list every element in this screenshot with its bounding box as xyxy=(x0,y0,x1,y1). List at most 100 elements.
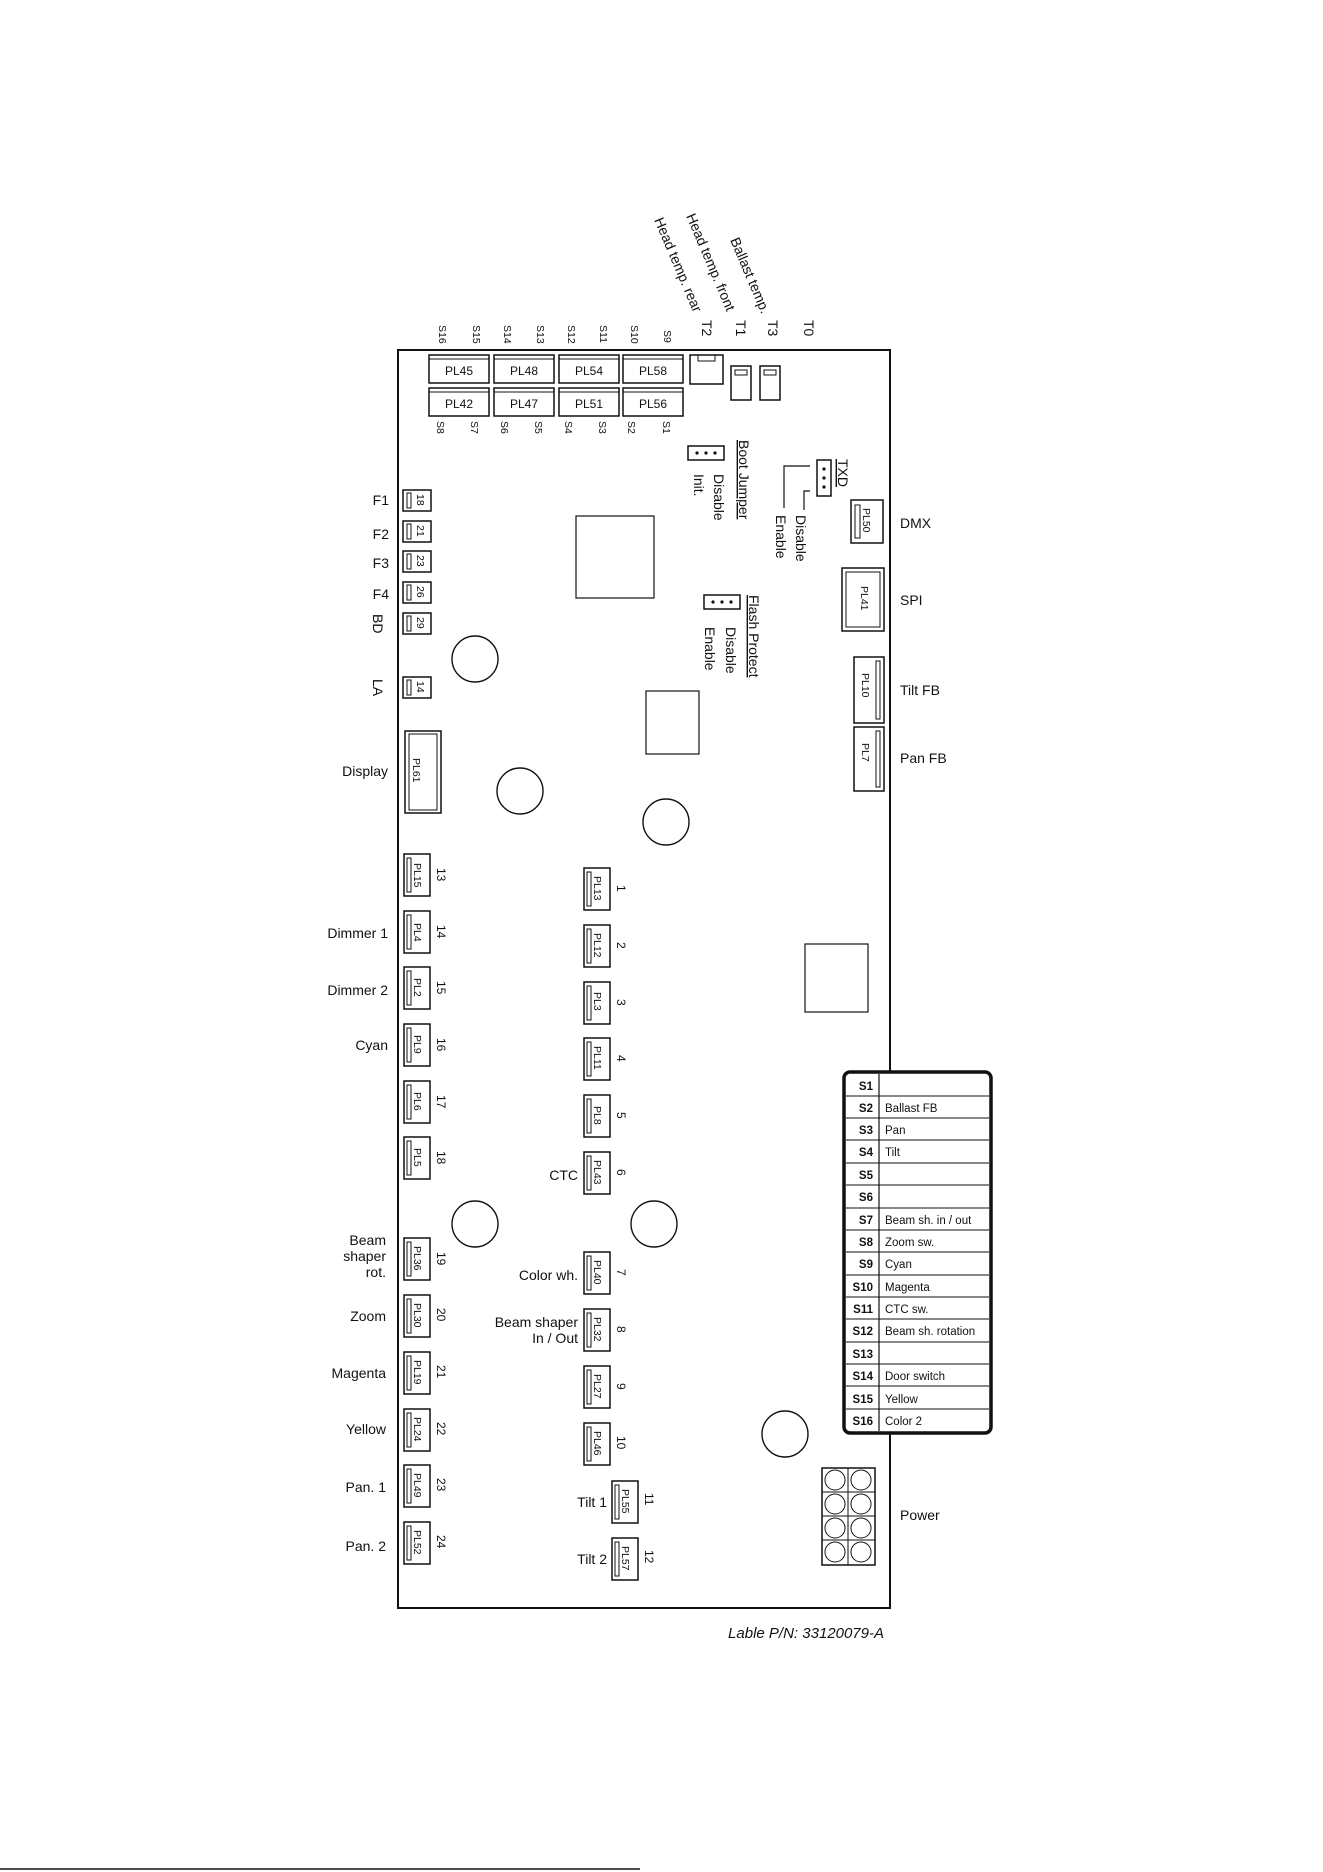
motor-label: Cyan xyxy=(355,1037,388,1053)
table-cell-name: Beam sh. in / out xyxy=(885,1215,972,1227)
board-outline xyxy=(397,349,891,1609)
table-cell-name: Magenta xyxy=(885,1282,930,1294)
motor-label: CTC xyxy=(549,1167,578,1183)
sensor-label: S7 xyxy=(468,421,480,434)
sensor-label: S16 xyxy=(436,325,448,344)
table-cell-id: S11 xyxy=(853,1304,873,1316)
label-t2: T2 xyxy=(699,320,715,337)
svg-text:5: 5 xyxy=(614,1112,628,1119)
svg-text:14: 14 xyxy=(434,925,448,939)
svg-text:PL43: PL43 xyxy=(591,1160,603,1185)
top-temp-labels: Ballast temp. Head temp. front Head temp… xyxy=(651,211,817,337)
svg-text:PL30: PL30 xyxy=(411,1303,423,1328)
svg-text:16: 16 xyxy=(434,1038,448,1052)
plug-label: PL51 xyxy=(575,397,603,411)
sensor-label: S14 xyxy=(501,325,513,344)
right-connector-label: DMX xyxy=(900,515,932,531)
table-cell-id: S2 xyxy=(859,1103,873,1115)
boot-jumper-opt2: Init. xyxy=(691,474,707,497)
right-connector-label: Tilt FB xyxy=(900,682,940,698)
mid-motor-connectors: PL13 1 PL12 2 PL3 3 PL11 4 PL8 5 PL43 6 … xyxy=(495,867,656,1581)
svg-text:PL8: PL8 xyxy=(591,1106,603,1125)
svg-text:PL9: PL9 xyxy=(411,1035,423,1054)
svg-text:12: 12 xyxy=(642,1550,656,1564)
plug-label: PL54 xyxy=(575,364,603,378)
svg-text:22: 22 xyxy=(434,1422,448,1436)
ic-chip xyxy=(575,515,655,599)
svg-text:PL13: PL13 xyxy=(591,876,603,901)
txd-jumper: TXD Disable Enable xyxy=(773,459,851,562)
table-cell-name: Tilt xyxy=(885,1147,901,1159)
display-label: Display xyxy=(342,763,388,779)
table-cell-name: Ballast FB xyxy=(885,1103,938,1115)
table-cell-name: Beam sh. rotation xyxy=(885,1326,975,1338)
sensor-label: S3 xyxy=(596,421,608,434)
svg-text:13: 13 xyxy=(434,868,448,882)
svg-text:21: 21 xyxy=(414,525,426,537)
motor-label: Color wh. xyxy=(519,1267,578,1283)
power-label: Power xyxy=(900,1507,940,1523)
svg-text:PL15: PL15 xyxy=(411,863,423,888)
table-cell-name: Color 2 xyxy=(885,1416,922,1428)
svg-text:PL6: PL6 xyxy=(411,1092,423,1111)
svg-text:2: 2 xyxy=(614,942,628,949)
svg-text:7: 7 xyxy=(614,1269,628,1276)
label-t3: T3 xyxy=(765,320,781,337)
left-motor-connectors: PL15 13 PL4 14 Dimmer 1 PL2 15 Dimmer 2 … xyxy=(327,853,448,1565)
svg-text:23: 23 xyxy=(434,1478,448,1492)
svg-text:PL32: PL32 xyxy=(591,1317,603,1342)
txd-title: TXD xyxy=(835,459,851,487)
plug-label: PL47 xyxy=(510,397,538,411)
sensor-label: S5 xyxy=(532,421,544,434)
svg-text:PL61: PL61 xyxy=(410,758,422,783)
svg-text:PL52: PL52 xyxy=(411,1530,423,1555)
svg-text:PL27: PL27 xyxy=(591,1374,603,1399)
svg-text:6: 6 xyxy=(614,1169,628,1176)
fuse-label: F4 xyxy=(373,586,390,602)
table-cell-name: Yellow xyxy=(885,1394,919,1406)
motor-label: Magenta xyxy=(332,1365,387,1381)
table-cell-id: S4 xyxy=(859,1147,874,1159)
motor-label: Zoom xyxy=(350,1308,386,1324)
svg-text:29: 29 xyxy=(414,617,426,629)
boot-jumper-opt1: Disable xyxy=(711,474,727,521)
sensor-label: S11 xyxy=(597,325,609,343)
fuse-label: F3 xyxy=(373,555,390,571)
fuse-label: BD xyxy=(370,614,386,633)
sensor-plugs: PL45 PL48 PL54 PL58 PL42 PL47 PL51 PL56 xyxy=(428,354,781,417)
motor-label: Pan. 2 xyxy=(346,1538,387,1554)
label-t0: T0 xyxy=(801,320,817,337)
table-cell-id: S9 xyxy=(859,1259,873,1271)
svg-text:8: 8 xyxy=(614,1326,628,1333)
svg-text:PL3: PL3 xyxy=(591,992,603,1011)
table-cell-id: S10 xyxy=(853,1282,873,1294)
flash-opt2: Enable xyxy=(702,627,718,671)
fuse-label: LA xyxy=(370,679,386,697)
motor-label: Tilt 2 xyxy=(577,1551,607,1567)
boot-jumper: Boot Jumper Disable Init. xyxy=(687,440,752,521)
svg-text:PL11: PL11 xyxy=(591,1046,603,1070)
table-cell-id: S1 xyxy=(859,1081,874,1093)
sensor-label: S8 xyxy=(434,421,446,434)
label-t1: T1 xyxy=(733,320,749,337)
plug-label: PL45 xyxy=(445,364,473,378)
svg-text:24: 24 xyxy=(434,1535,448,1549)
mounting-holes xyxy=(451,635,809,1458)
right-connector-label: Pan FB xyxy=(900,750,947,766)
ic-chip xyxy=(645,690,700,755)
svg-text:9: 9 xyxy=(614,1383,628,1390)
svg-text:PL24: PL24 xyxy=(411,1417,423,1442)
sensor-label: S9 xyxy=(661,330,673,343)
table-cell-name: CTC sw. xyxy=(885,1304,928,1316)
sensor-label: S13 xyxy=(534,325,546,344)
right-connector-label: SPI xyxy=(900,592,923,608)
sensor-labels-top: S16 S15 S14 S13 S12 S11 S10 S9 xyxy=(436,325,673,344)
svg-text:11: 11 xyxy=(642,1493,656,1506)
sensor-label: S1 xyxy=(660,421,672,434)
svg-text:20: 20 xyxy=(434,1308,448,1322)
plug-label: PL42 xyxy=(445,397,473,411)
sensor-label: S10 xyxy=(628,325,640,344)
plug-label: PL58 xyxy=(639,364,667,378)
svg-text:PL10: PL10 xyxy=(859,673,871,698)
